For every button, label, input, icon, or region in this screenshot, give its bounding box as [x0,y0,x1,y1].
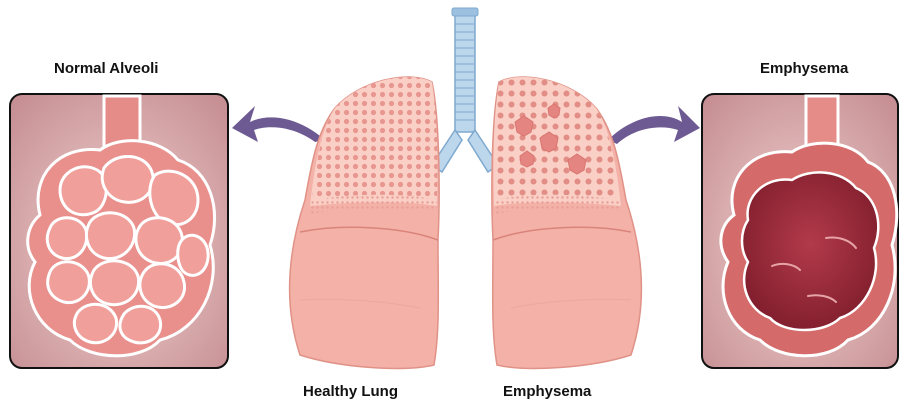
emphysema-lung [492,77,641,368]
right-arrow-icon [608,106,700,144]
lungs-diagram [0,0,909,380]
healthy-lung-label: Healthy Lung [303,383,398,400]
healthy-lung [290,77,439,368]
left-arrow-icon [232,106,325,142]
normal-alveoli-panel [10,94,228,368]
trachea [432,8,498,172]
emphysema-panel [702,94,898,368]
emphysema-lung-label: Emphysema [503,383,591,400]
